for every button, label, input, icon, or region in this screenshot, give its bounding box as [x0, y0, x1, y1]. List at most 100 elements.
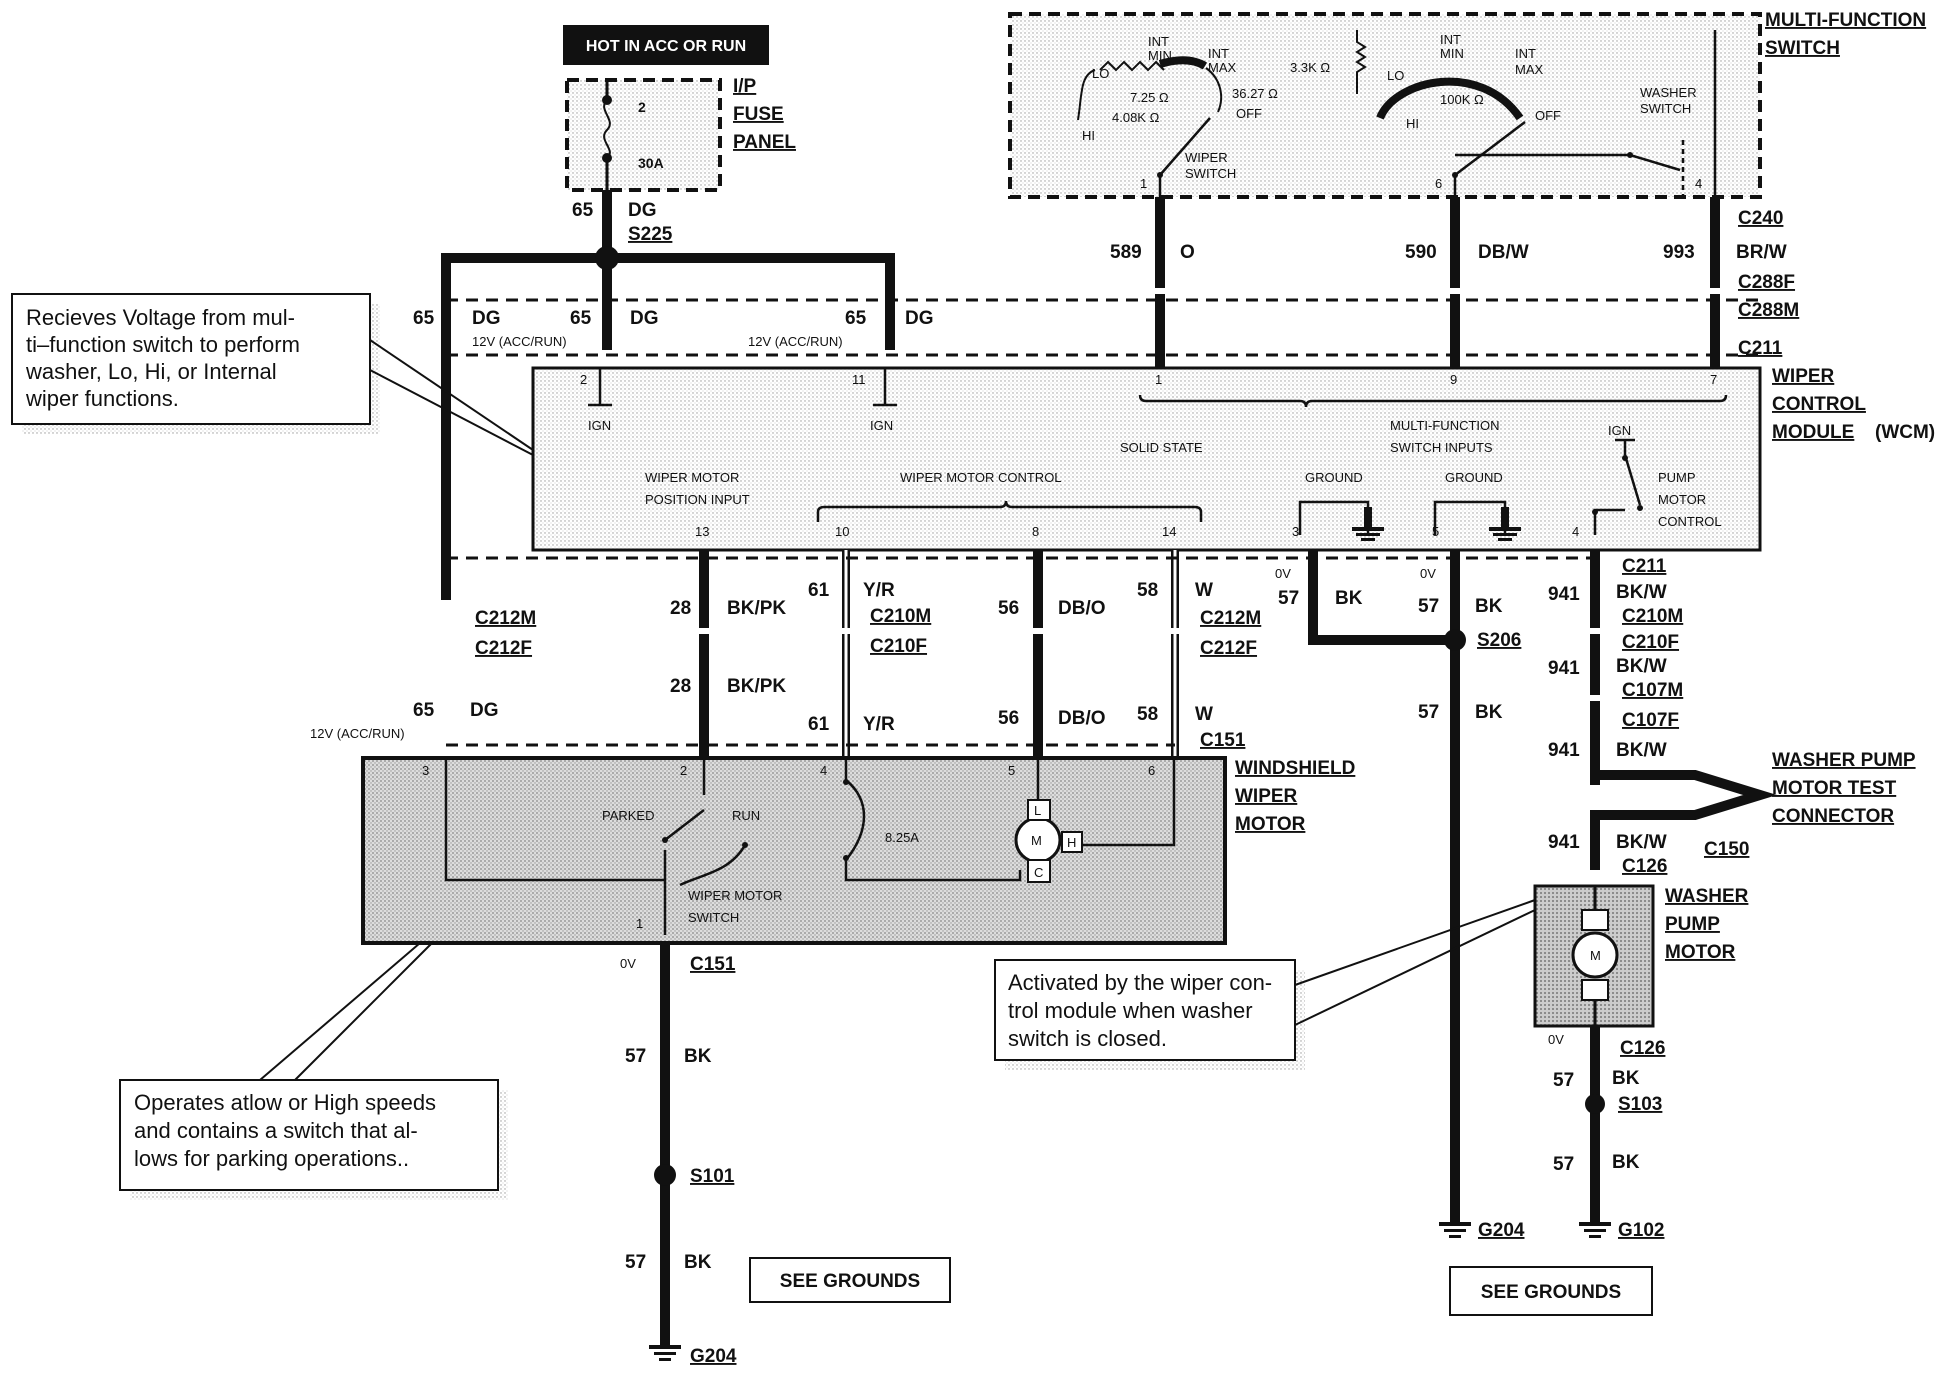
mfs-int-max-1a: INT — [1208, 46, 1229, 61]
wm-pin-1: 1 — [636, 916, 643, 931]
wcm-name-2: CONTROL — [1772, 394, 1866, 415]
w57-b2: 57 — [625, 1252, 646, 1273]
mfs-lo-1: LO — [1092, 66, 1109, 81]
zero-v-1: 0V — [1275, 566, 1291, 581]
mfs-int-max-2a: INT — [1515, 46, 1536, 61]
note2-line1: Operates atlow or High speeds — [134, 1090, 436, 1115]
w58-1: 58 — [1137, 580, 1158, 601]
w941-3: 941 — [1548, 740, 1580, 761]
mfs-int-min-2a: INT — [1440, 32, 1461, 47]
c590: DB/W — [1478, 242, 1529, 263]
w941-1: 941 — [1548, 584, 1580, 605]
ground-symbol-g204-left — [649, 1345, 681, 1361]
multi-function-switch: LO HI INT MIN INT MAX 7.25 Ω 4.08K Ω 36.… — [1008, 12, 1762, 199]
wcm-pin-5: 5 — [1432, 524, 1439, 539]
w941-2: 941 — [1548, 658, 1580, 679]
wm-parked: PARKED — [602, 808, 655, 823]
bk-mid-2: BK — [1475, 596, 1503, 617]
wm-breaker: 8.25A — [885, 830, 919, 845]
volt-label-2: 12V (ACC/RUN) — [748, 334, 843, 349]
washer-test-2: MOTOR TEST — [1772, 778, 1897, 799]
w941-4: 941 — [1548, 832, 1580, 853]
note3-line2: trol module when washer — [1008, 998, 1253, 1023]
c107m: C107M — [1622, 680, 1683, 701]
wcm-ign-3: IGN — [1608, 423, 1631, 438]
wcm-pin-4: 4 — [1572, 524, 1579, 539]
w57-r2: 57 — [1553, 1154, 1574, 1175]
wm-pin-5: 5 — [1008, 763, 1015, 778]
c210m-2: C210M — [1622, 606, 1683, 627]
note3-line3: switch is closed. — [1008, 1026, 1167, 1051]
mfs-int-max-2b: MAX — [1515, 62, 1544, 77]
mfs-washer-sw-2: SWITCH — [1640, 101, 1691, 116]
wcm-pin-1: 1 — [1155, 372, 1162, 387]
w57-r1: 57 — [1553, 1070, 1574, 1091]
mfs-name-2: SWITCH — [1765, 38, 1840, 59]
w590: 590 — [1405, 242, 1437, 263]
volt-label-1: 12V (ACC/RUN) — [472, 334, 567, 349]
c58-2: W — [1195, 704, 1213, 725]
wm-h: H — [1067, 835, 1076, 850]
wcm-pin-10: 10 — [835, 524, 849, 539]
washer-test-3: CONNECTOR — [1772, 806, 1894, 827]
fuse-panel-name-2: FUSE — [733, 104, 784, 125]
mfs-wiper-sw-1: WIPER — [1185, 150, 1228, 165]
w56-1: 56 — [998, 598, 1019, 619]
wcm-mfs-inputs-2: SWITCH INPUTS — [1390, 440, 1493, 455]
c56-2: DB/O — [1058, 708, 1106, 729]
mfs-r3: 36.27 Ω — [1232, 86, 1278, 101]
c993: BR/W — [1736, 242, 1787, 263]
wm-name-1: WINDSHIELD — [1235, 758, 1355, 779]
c941-2: BK/W — [1616, 656, 1667, 677]
w65-label-5: 65 — [413, 700, 435, 721]
mfs-int-min-1b: MIN — [1148, 48, 1172, 63]
splice-s225 — [595, 246, 619, 270]
dg-label-5: DG — [470, 700, 499, 721]
zero-v-3: 0V — [620, 956, 636, 971]
wm-pin-2: 2 — [680, 763, 687, 778]
wm-l: L — [1034, 803, 1041, 818]
c210f-2: C210F — [1622, 632, 1679, 653]
wm-switch-1: WIPER MOTOR — [688, 888, 782, 903]
c210m: C210M — [870, 606, 931, 627]
wm-name-2: WIPER — [1235, 786, 1298, 807]
c61-1: Y/R — [863, 580, 895, 601]
splice-s101 — [654, 1164, 676, 1186]
c28-2: BK/PK — [727, 676, 786, 697]
dg-label-1: DG — [628, 200, 657, 221]
w57-mid-3: 57 — [1418, 702, 1439, 723]
wcm-solid-state: SOLID STATE — [1120, 440, 1203, 455]
wcm-wmpi-1: WIPER MOTOR — [645, 470, 739, 485]
w65-label-3: 65 — [570, 308, 592, 329]
wcm-ground-1: GROUND — [1305, 470, 1363, 485]
c589: O — [1180, 242, 1195, 263]
callout-1: Recieves Voltage from mul- ti–function s… — [11, 293, 534, 456]
w28-1: 28 — [670, 598, 691, 619]
note1-line4: wiper functions. — [25, 386, 179, 411]
windshield-wiper-motor: M L H C PARKED RUN WIPER MOTOR SWITCH 8.… — [361, 756, 1227, 945]
mfs-int-max-1b: MAX — [1208, 60, 1237, 75]
hot-label-box: HOT IN ACC OR RUN — [563, 25, 769, 65]
wcm-mfs-inputs-1: MULTI-FUNCTION — [1390, 418, 1500, 433]
washer-test-1: WASHER PUMP — [1772, 750, 1916, 771]
c212f-2: C212F — [1200, 638, 1257, 659]
see-grounds-box-2[interactable]: SEE GROUNDS — [1449, 1266, 1653, 1316]
mfs-washer-sw-1: WASHER — [1640, 85, 1697, 100]
ground-symbol-g204-right — [1439, 1222, 1471, 1238]
middle-wires — [446, 550, 1778, 1222]
wcm-pin-8: 8 — [1032, 524, 1039, 539]
note2-line3: lows for parking operations.. — [134, 1146, 409, 1171]
see-grounds-box-1[interactable]: SEE GROUNDS — [749, 1257, 951, 1303]
w65-label-1: 65 — [572, 200, 594, 221]
fuse-rating: 30A — [638, 155, 664, 171]
c151-top: C151 — [1200, 730, 1246, 751]
mfs-r2: 4.08K Ω — [1112, 110, 1160, 125]
wcm-pump-1: PUMP — [1658, 470, 1696, 485]
c58-1: W — [1195, 580, 1213, 601]
c210f: C210F — [870, 636, 927, 657]
c61-2: Y/R — [863, 714, 895, 735]
w57-mid-1: 57 — [1278, 588, 1299, 609]
c212m-2: C212M — [1200, 608, 1261, 629]
volt-label-3: 12V (ACC/RUN) — [310, 726, 405, 741]
dg-label-2: DG — [472, 308, 501, 329]
